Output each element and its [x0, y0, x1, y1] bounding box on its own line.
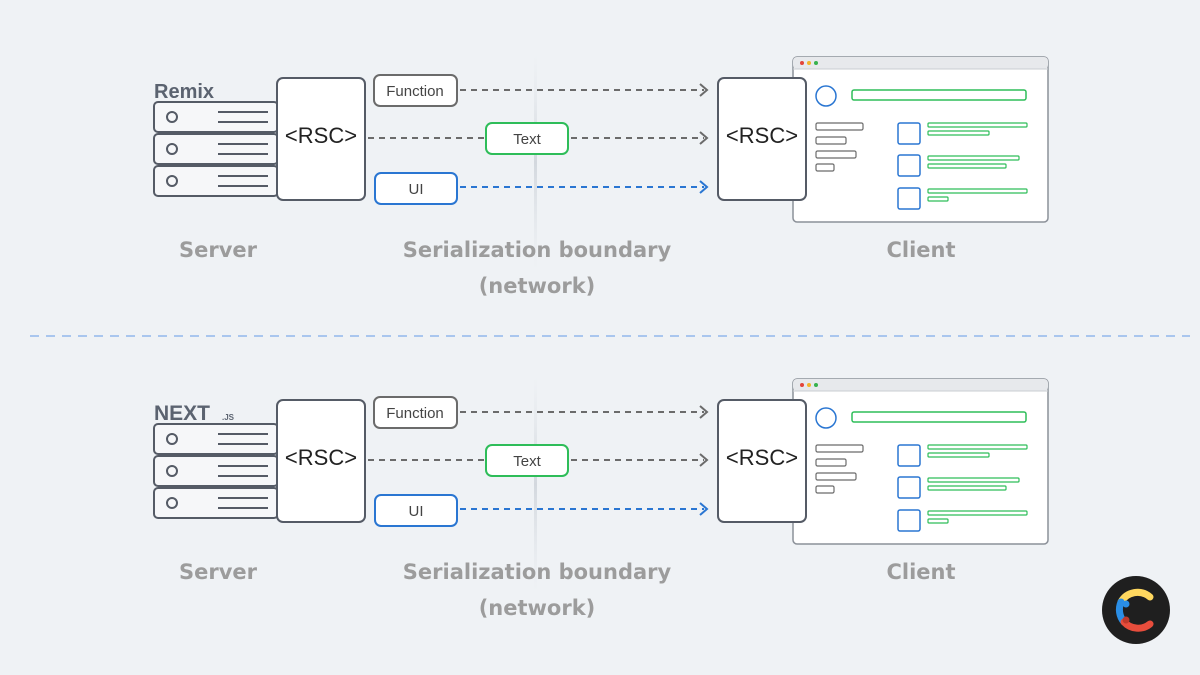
ui-pill: UI — [374, 494, 458, 527]
server-label: Server — [179, 238, 258, 262]
text-pill: Text — [485, 122, 569, 155]
client-rsc-box — [717, 77, 807, 201]
boundary-label-line1: Serialization boundary — [403, 238, 672, 262]
function-pill: Function — [373, 396, 458, 429]
server-rack-icon — [153, 423, 279, 519]
ui-pill: UI — [374, 172, 458, 205]
svg-text:Text: Text — [513, 453, 541, 470]
ui-arrow — [460, 502, 709, 516]
function-pill: Function — [373, 74, 458, 107]
server-rack-icon — [153, 101, 279, 197]
svg-text:Text: Text — [513, 131, 541, 148]
client-rsc-box — [717, 399, 807, 523]
svg-text:Function: Function — [386, 83, 444, 100]
nextjs-logo: NEXT — [154, 402, 210, 425]
client-rsc-label: <RSC> — [726, 123, 798, 148]
svg-text:UI: UI — [409, 503, 424, 520]
boundary-label-line1: Serialization boundary — [403, 560, 672, 584]
server-rsc-box — [276, 399, 366, 523]
boundary-label-line2: (network) — [479, 274, 596, 298]
remix-panel: Remix <RSC> Function Text UI — [153, 55, 1049, 298]
text-arrow — [368, 453, 709, 467]
svg-text:UI: UI — [409, 181, 424, 198]
server-rsc-label: <RSC> — [285, 123, 357, 148]
server-rsc-box — [276, 77, 366, 201]
browser-window-icon — [792, 56, 1049, 223]
serialization-boundary-line — [534, 377, 537, 592]
text-arrow — [368, 131, 709, 145]
svg-text:Function: Function — [386, 405, 444, 422]
text-pill: Text — [485, 444, 569, 477]
server-label: Server — [179, 560, 258, 584]
server-rsc-label: <RSC> — [285, 445, 357, 470]
function-arrow — [460, 405, 709, 419]
ui-arrow — [460, 180, 709, 194]
remix-logo: Remix — [154, 81, 214, 103]
nextjs-panel: NEXT .JS <RSC> Function Text UI — [153, 377, 1049, 620]
serialization-boundary-line — [534, 55, 537, 270]
client-label: Client — [886, 238, 955, 262]
contentful-logo-icon — [1102, 576, 1170, 644]
client-label: Client — [886, 560, 955, 584]
browser-window-icon — [792, 378, 1049, 545]
client-rsc-label: <RSC> — [726, 445, 798, 470]
function-arrow — [460, 83, 709, 97]
boundary-label-line2: (network) — [479, 596, 596, 620]
nextjs-logo-suffix: .JS — [222, 413, 235, 422]
